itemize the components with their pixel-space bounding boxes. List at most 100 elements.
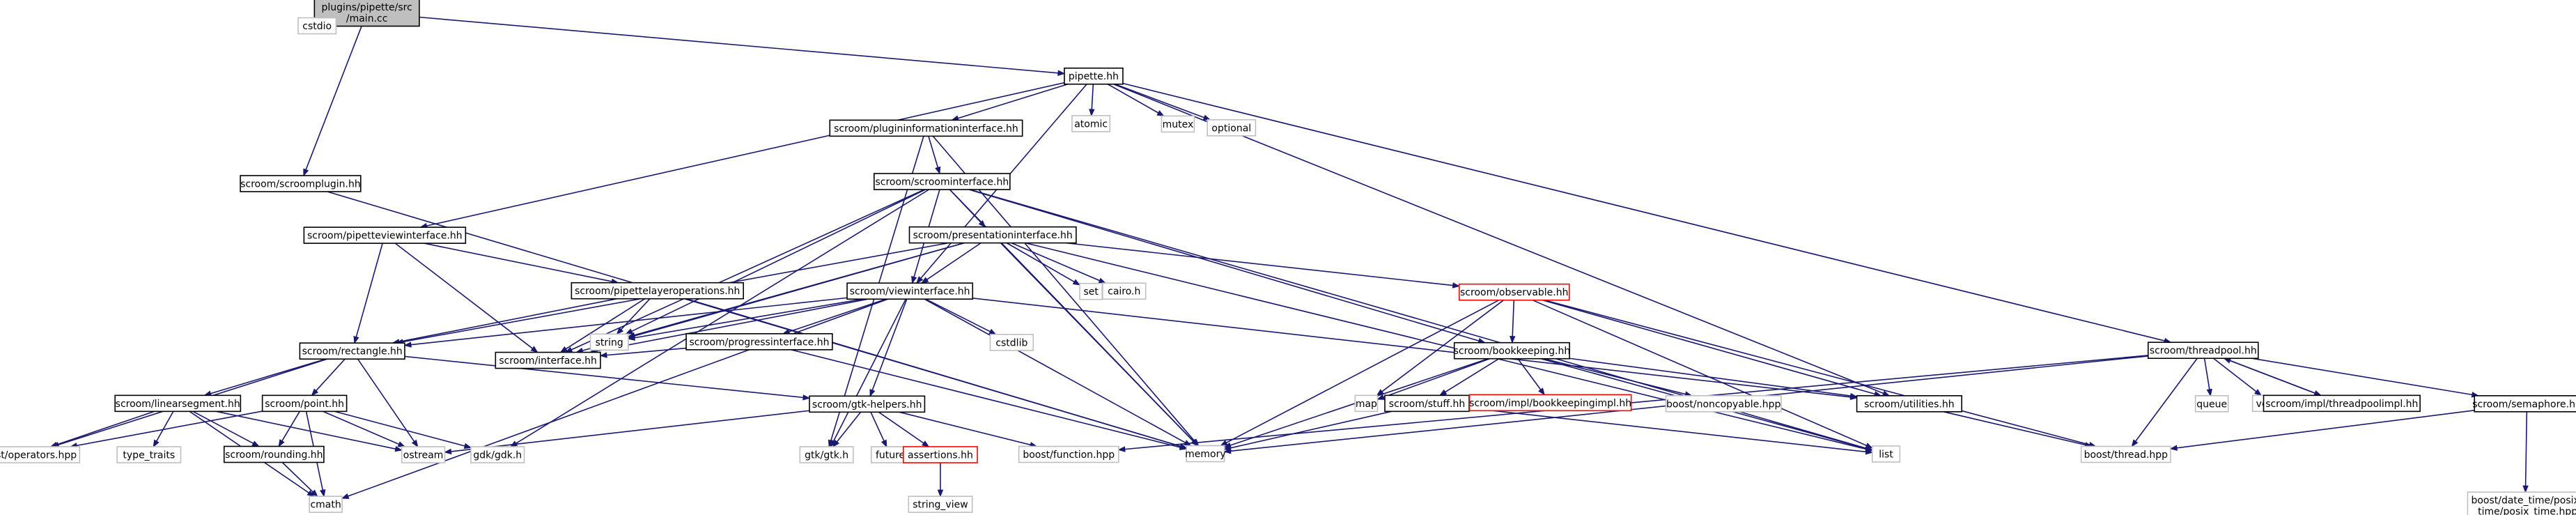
- node-box: [1102, 282, 1147, 300]
- edge-arrowhead: [320, 489, 326, 498]
- node-tpimpl: scroom/impl/threadpoolimpl.hh: [2263, 394, 2421, 413]
- node-mutex: mutex: [1161, 115, 1195, 133]
- node-label: cstdlib: [995, 337, 1027, 348]
- node-scroominterface: scroom/scroominterface.hh: [874, 173, 1011, 190]
- edge-pipetteview-to-interface: [394, 243, 538, 353]
- edge-viewinterface-to-rectangle: [403, 297, 848, 348]
- edge-arrowhead: [303, 168, 309, 177]
- node-label: gdk/gdk.h: [473, 449, 522, 461]
- node-label: set: [1083, 286, 1099, 298]
- edge-arrowhead: [911, 275, 917, 284]
- node-label: scroom/bookkeeping.hh: [1454, 346, 1571, 357]
- edge-layerops-to-memory: [684, 298, 1188, 449]
- node-label: scroom/pipetteviewinterface.hh: [307, 231, 463, 242]
- node-label: scroom/stuff.hh: [1389, 399, 1465, 410]
- edge-line: [2203, 358, 2210, 390]
- node-label: boost/noncopyable.hpp: [1666, 399, 1780, 410]
- edge-presentation-to-observable: [1066, 242, 1461, 289]
- edge-semaphore-to-boostthread: [2169, 410, 2475, 451]
- node-box: [1161, 115, 1195, 133]
- edge-line: [924, 298, 1186, 443]
- node-rounding: scroom/rounding.hh: [223, 445, 325, 463]
- node-label: scroom/rounding.hh: [225, 449, 323, 461]
- node-label: boost/thread.hpp: [2084, 449, 2168, 461]
- node-box: [297, 17, 337, 35]
- edge-arrowhead: [1179, 444, 1188, 450]
- edge-line: [634, 298, 863, 339]
- node-memory: memory: [1185, 445, 1226, 463]
- node-box: [799, 446, 854, 463]
- edge-line: [957, 83, 1069, 119]
- edge-viewinterface-to-gtk: [830, 298, 907, 448]
- node-assertions: assertions.hh: [903, 446, 978, 463]
- edge-viewinterface-to-utilities: [972, 298, 1858, 400]
- edge-semaphore-to-posixtime: [2522, 411, 2529, 493]
- edge-scroominterface-to-string: [625, 189, 926, 335]
- edge-arrowhead: [937, 489, 944, 498]
- edge-arrowhead: [411, 439, 419, 448]
- edge-viewinterface-to-gtkhelpers: [869, 298, 908, 397]
- node-label: optional: [1211, 123, 1251, 134]
- node-box: [495, 351, 601, 369]
- edge-point-to-rounding: [278, 410, 300, 447]
- edge-line: [1000, 243, 1194, 442]
- edge-rectangle-to-gtkhelpers: [404, 355, 811, 401]
- node-box: [303, 226, 467, 244]
- node-box: [116, 446, 182, 463]
- node-label: pipette.hh: [1069, 71, 1119, 82]
- node-label: scroom/plugininformationinterface.hh: [834, 123, 1018, 134]
- edge-line: [398, 298, 617, 343]
- edge-line: [451, 410, 810, 452]
- node-box: [989, 334, 1034, 351]
- edge-arrowhead: [2223, 358, 2232, 364]
- edge-line: [926, 242, 981, 280]
- node-box: [589, 333, 629, 351]
- edge-line: [216, 410, 396, 449]
- node-label: cmath: [310, 500, 341, 511]
- node-label: string_view: [913, 500, 968, 511]
- edge-presentation-to-set: [1006, 242, 1081, 286]
- edge-linesegment-to-ostream: [216, 410, 403, 452]
- node-layerops: scroom/pipettelayeroperations.hh: [571, 282, 744, 300]
- node-semaphore: scroom/semaphore.hh: [2472, 395, 2576, 413]
- node-label: type_traits: [123, 449, 175, 461]
- node-rectangle: scroom/rectangle.hh: [299, 342, 405, 360]
- edge-presentation-to-list: [1025, 242, 1874, 452]
- node-typetraits: type_traits: [116, 446, 182, 463]
- edge-line: [281, 461, 313, 493]
- edge-line: [1122, 82, 2165, 341]
- node-plugininfo: scroom/plugininformationinterface.hh: [829, 119, 1023, 137]
- node-label: scroom/rectangle.hh: [302, 346, 403, 358]
- node-noncopyable: boost/noncopyable.hpp: [1665, 395, 1782, 413]
- edge-progress-to-memory: [791, 349, 1188, 450]
- node-cmath: cmath: [309, 495, 343, 513]
- node-box: [114, 394, 242, 413]
- edge-line: [870, 411, 885, 442]
- edge-line: [426, 82, 1065, 226]
- node-box: [571, 282, 744, 300]
- node-label: atomic: [1074, 118, 1108, 130]
- node-label: plugins/pipette/src: [321, 2, 412, 13]
- edge-line: [832, 298, 907, 442]
- edge-arrowhead: [1510, 336, 1516, 344]
- node-threadpool: scroom/threadpool.hh: [2147, 341, 2259, 360]
- edge-line: [334, 410, 465, 447]
- edge-pipette-to-optional: [1115, 83, 1211, 121]
- edge-arrowhead: [310, 489, 318, 498]
- edge-arrowhead: [2522, 485, 2529, 493]
- node-box: [2467, 491, 2576, 515]
- edge-line: [404, 355, 804, 399]
- edge-line: [1011, 242, 1100, 282]
- edge-linesegment-to-boostops: [49, 410, 155, 447]
- node-bookkeeping: scroom/bookkeeping.hh: [1454, 341, 1571, 360]
- node-boostthread: boost/thread.hpp: [2080, 445, 2171, 463]
- edge-line: [1025, 242, 1867, 450]
- edge-arrowhead: [444, 448, 452, 455]
- edge-arrowhead: [1156, 110, 1165, 117]
- node-presentation: scroom/presentationinterface.hh: [908, 226, 1077, 244]
- node-label: list: [1879, 449, 1893, 461]
- edge-bookkeeping-to-map: [1376, 358, 1490, 400]
- edge-gtkhelpers-to-gtk: [832, 411, 862, 448]
- edge-threadpool-to-boostfunc: [1117, 355, 2148, 452]
- node-label: scroom/point.hh: [265, 399, 344, 410]
